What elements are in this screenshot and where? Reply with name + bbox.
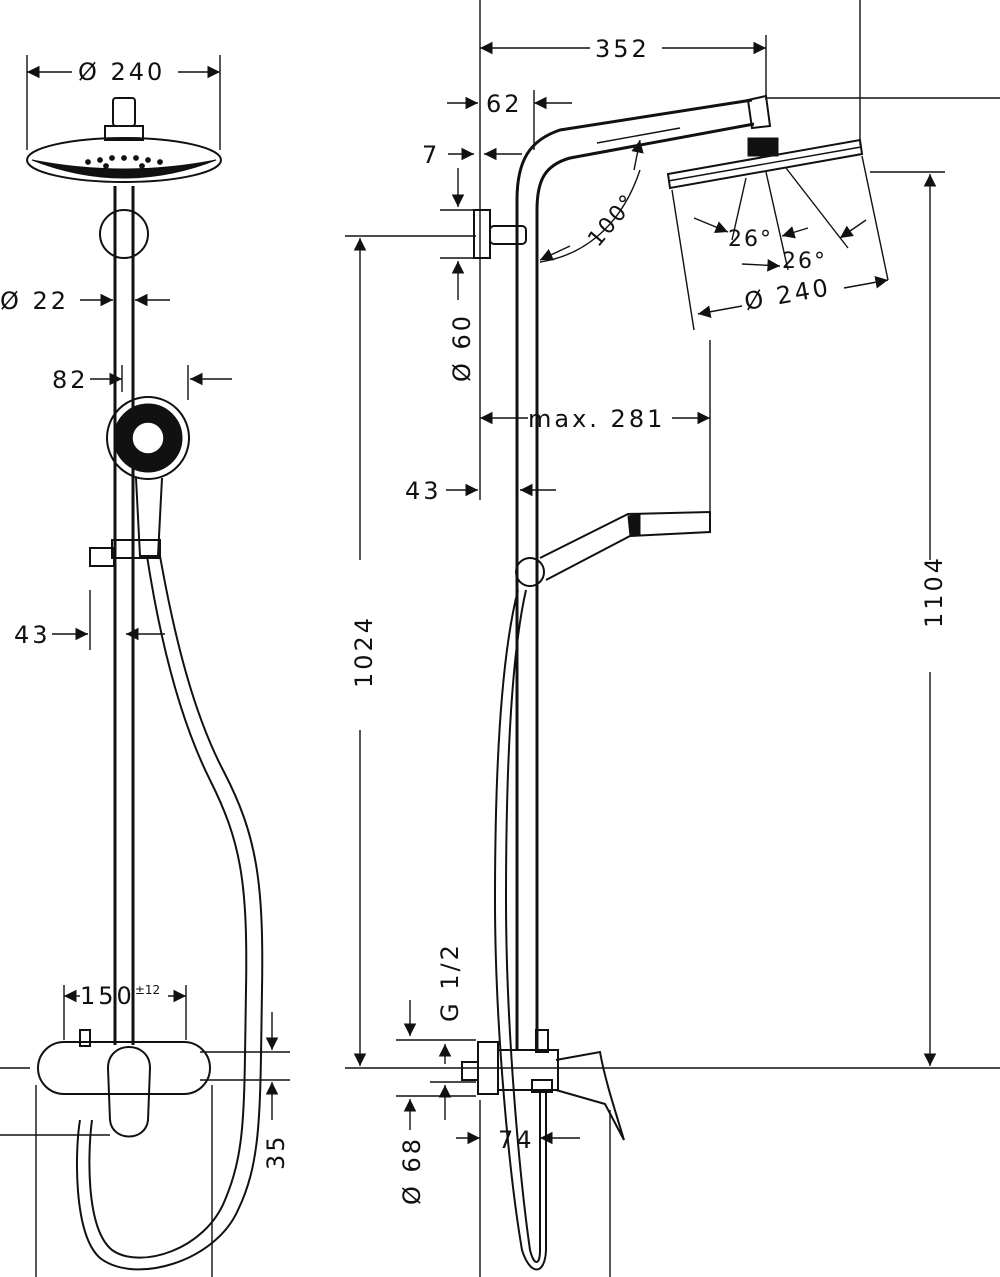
- side-spray-angle-2-label: 26°: [782, 249, 827, 274]
- side-wall-plate-label: Ø 60: [448, 313, 476, 382]
- side-bracket-depth-label: 7: [422, 141, 440, 169]
- side-arm-length-label: 352: [595, 35, 650, 63]
- side-mixer-depth-label: 74: [498, 1126, 535, 1154]
- side-mixer: [461, 1029, 625, 1141]
- side-wall-pipe-label: 62: [486, 90, 523, 118]
- side-height-upper-label: 1104: [920, 555, 948, 628]
- side-head-diameter-label: Ø 240: [742, 273, 833, 316]
- front-mixer: [37, 1029, 211, 1138]
- front-head-diameter-label: Ø 240: [78, 58, 165, 86]
- front-shower-head: [26, 97, 222, 183]
- front-hand-offset-label: 82: [52, 366, 89, 394]
- side-height-lower-label: 1024: [350, 615, 378, 688]
- front-bracket-offset-label: 43: [14, 621, 51, 649]
- side-hand-shower: [515, 510, 711, 587]
- front-hand-shower: [106, 396, 190, 557]
- side-pipe-offset-label: 43: [405, 477, 442, 505]
- front-view: Ø 240 Ø 22 82: [0, 55, 290, 1277]
- front-mixer-spacing-label: 150±12: [80, 982, 160, 1010]
- side-thread-label: G 1/2: [436, 942, 464, 1022]
- side-hand-reach-label: max. 281: [528, 405, 665, 433]
- front-mixer-height-label: 35: [262, 1133, 290, 1170]
- side-view: 352 62 7 Ø 60 100°: [345, 0, 1000, 1277]
- side-escutcheon-label: Ø 68: [398, 1136, 426, 1205]
- side-spray-angle-1-label: 26°: [728, 227, 773, 252]
- side-arm-angle-label: 100°: [583, 189, 641, 252]
- front-pipe-diameter-label: Ø 22: [0, 287, 69, 315]
